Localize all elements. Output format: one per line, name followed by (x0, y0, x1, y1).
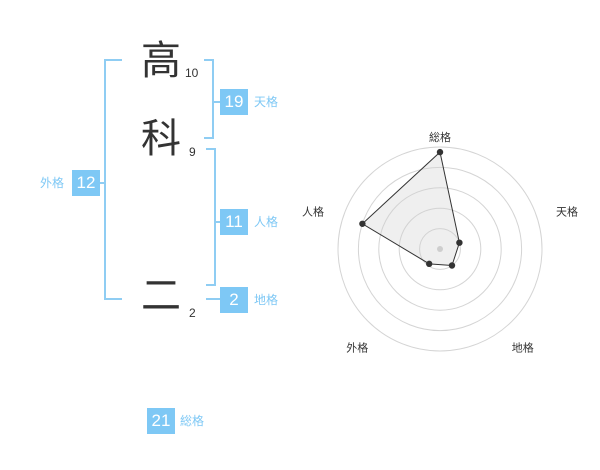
soukaku-label: 総格 (180, 414, 205, 428)
jinkaku-bracket-bottom (206, 284, 216, 286)
name-char-2-strokes: 9 (189, 145, 196, 159)
tenkaku-connector (212, 101, 220, 103)
radar-data-point (359, 220, 366, 227)
gaikaku-bracket-bottom (104, 298, 122, 300)
gaikaku-value-badge: 12 (72, 170, 100, 196)
radar-data-polygon (361, 151, 460, 267)
name-char-3: 二 (141, 273, 181, 319)
tenkaku-value-badge: 19 (220, 89, 248, 115)
gaikaku-bracket-top (104, 59, 122, 61)
chikaku-value-badge: 2 (220, 287, 248, 313)
radar-axis-label: 天格 (556, 204, 578, 218)
radar-axis-label: 地格 (512, 341, 534, 355)
chikaku-label: 地格 (254, 293, 279, 307)
radar-axis-label: 外格 (346, 341, 368, 355)
name-char-1: 高 (141, 38, 181, 84)
radar-data-point (456, 239, 463, 246)
gaikaku-connector (98, 182, 104, 184)
radar-data-point (436, 148, 444, 156)
tenkaku-bracket-bottom (204, 137, 214, 139)
radar-data-point (448, 262, 456, 269)
jinkaku-bracket-vertical (214, 148, 216, 286)
radar-grid-ring (398, 207, 482, 291)
jinkaku-bracket-top (206, 148, 216, 150)
chikaku-connector (206, 298, 220, 300)
soukaku-value-badge: 21 (147, 408, 175, 434)
gaikaku-label: 外格 (40, 176, 65, 190)
radar-grid-ring (419, 228, 461, 270)
jinkaku-label: 人格 (254, 215, 279, 229)
radar-data-point (426, 260, 433, 268)
tenkaku-bracket-top (204, 59, 214, 61)
tenkaku-label: 天格 (254, 95, 279, 109)
radar-grid-ring (357, 166, 523, 332)
tenkaku-bracket-vertical (212, 59, 214, 139)
radar-center-dot (437, 246, 443, 252)
radar-grid-ring (337, 146, 543, 352)
radar-axis-label: 人格 (302, 204, 324, 218)
jinkaku-connector (214, 221, 220, 223)
name-char-2: 科 (141, 116, 181, 162)
radar-grid-ring (378, 187, 502, 311)
radar-axis-label: 総格 (429, 130, 451, 144)
jinkaku-value-badge: 11 (220, 209, 248, 235)
name-char-3-strokes: 2 (189, 306, 196, 320)
name-char-1-strokes: 10 (185, 66, 199, 80)
gaikaku-bracket-vertical (104, 59, 106, 300)
